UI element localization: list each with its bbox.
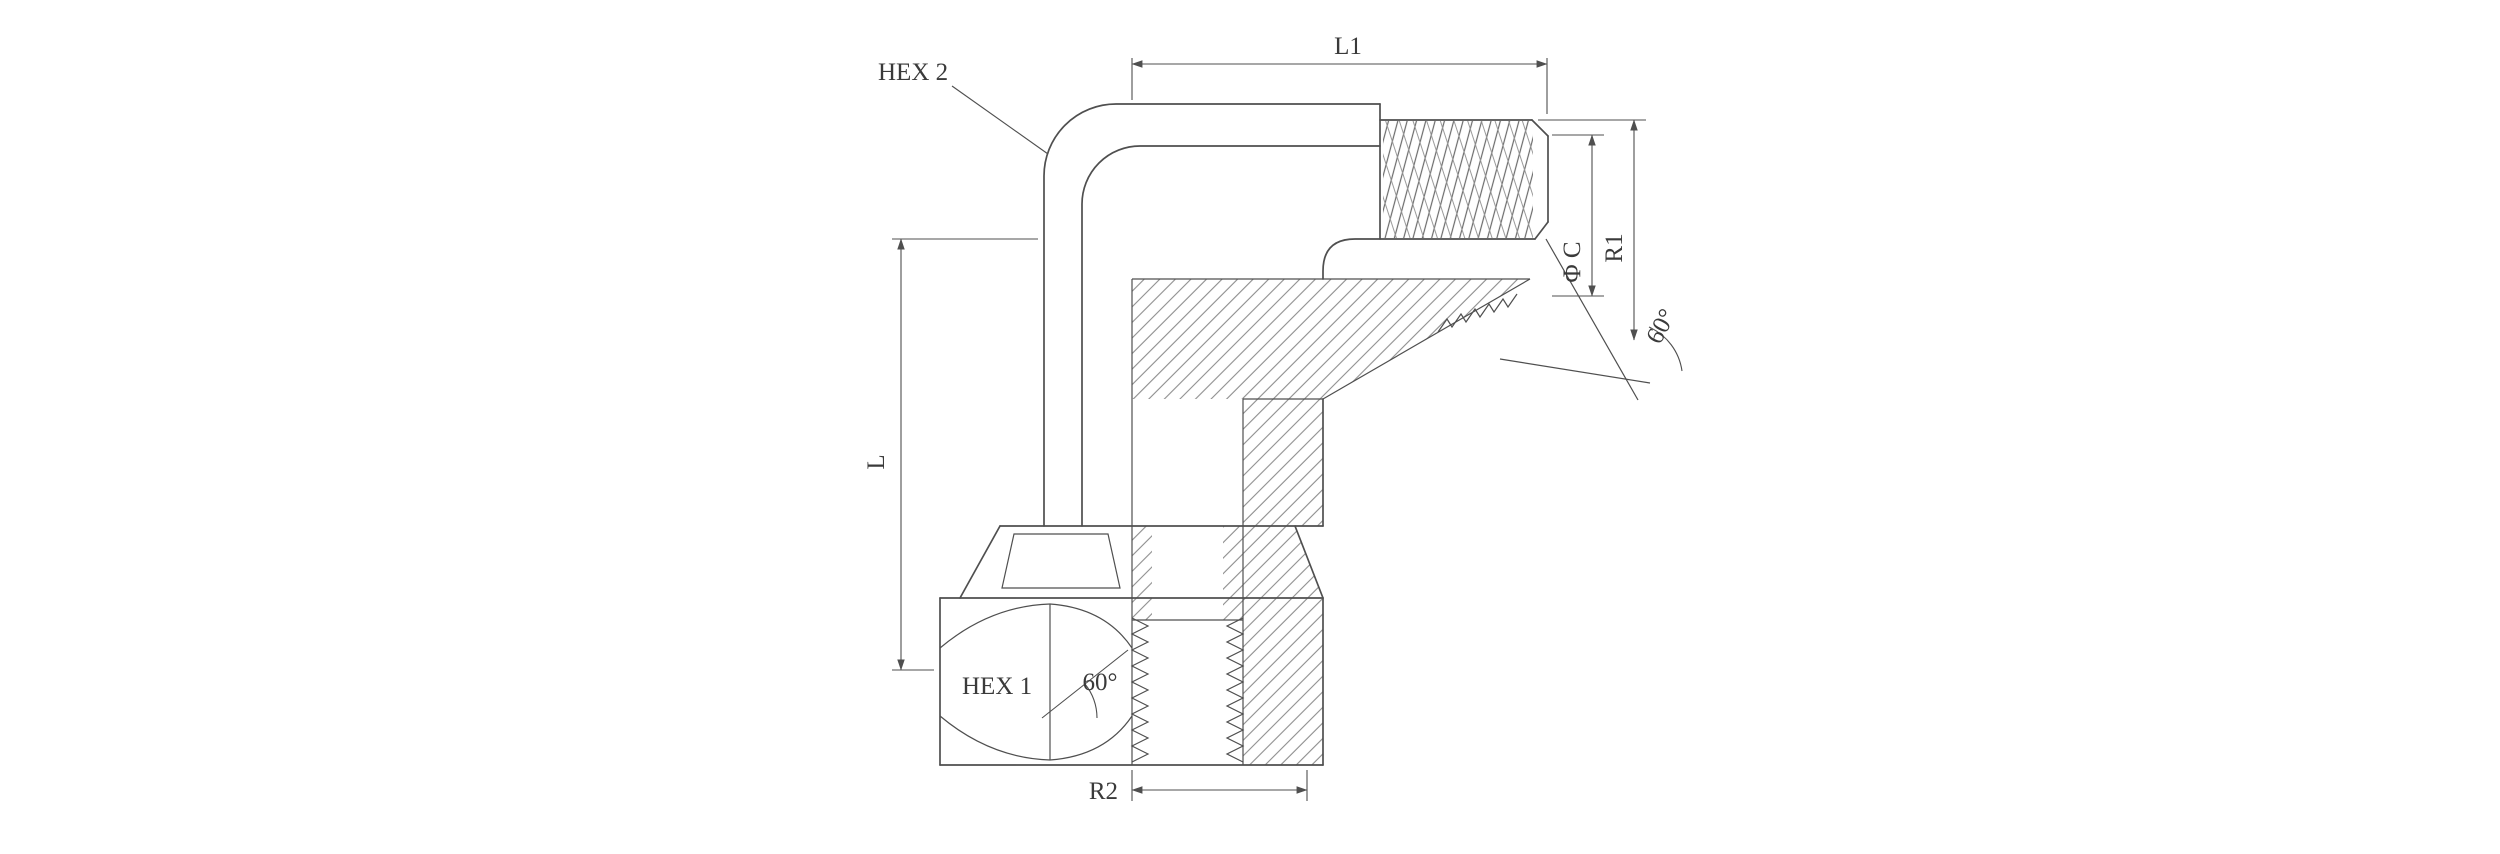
hex1-label: HEX 1 <box>962 673 1032 700</box>
callout-hex1: HEX 1 <box>962 673 1032 700</box>
r1-label: R1 <box>1601 233 1628 262</box>
section-hatch-regions <box>1132 279 1530 765</box>
nut-chamfer-arc-bottom-left <box>939 715 1051 761</box>
nut-chamfer-arc-top-left <box>939 603 1051 649</box>
elbow-body-outline <box>1043 103 1536 765</box>
hex2-label: HEX 2 <box>878 59 948 86</box>
phi-c-label: Φ C <box>1559 241 1586 282</box>
seat-angle-arc <box>1084 683 1098 719</box>
l-label: L <box>863 454 890 469</box>
l1-label: L1 <box>1334 33 1362 60</box>
cone-flank-lower <box>1499 358 1651 384</box>
dimension-r1: R1 <box>1538 119 1646 341</box>
arm-bottom-edge <box>1322 238 1536 280</box>
collar-face-detail <box>1001 533 1121 589</box>
hatch-nut-wall <box>1243 598 1323 765</box>
swivel-collar <box>959 525 1324 599</box>
cone-angle-label: 60° <box>1641 305 1681 349</box>
nut-chamfer-arc-top-right <box>1049 603 1133 649</box>
inner-contour <box>1081 145 1381 527</box>
collar-left-slant <box>959 525 1001 599</box>
dimension-l1: L1 <box>1131 33 1548 114</box>
cone-angle-arc <box>1648 326 1683 372</box>
hatch-port-boss <box>1132 279 1530 399</box>
outer-contour <box>1043 103 1381 527</box>
hatch-collar-wall <box>1243 526 1323 598</box>
thread-chamfer-top <box>1531 119 1549 137</box>
male-thread-hatch-2 <box>1383 121 1533 238</box>
nut-chamfer-arc-bottom-right <box>1049 715 1133 761</box>
hatch-tube-wall-left <box>1132 526 1152 620</box>
boss-taper-line <box>1322 278 1531 400</box>
section-thread-profile <box>1437 293 1518 333</box>
dimension-r2: R2 <box>1089 770 1308 805</box>
hatch-tube-wall-right <box>1223 526 1243 620</box>
swivel-nut <box>939 597 1324 766</box>
seat-angle-label: 60° <box>1083 669 1118 696</box>
male-thread-texture <box>1383 121 1533 238</box>
hatch-arm-wall <box>1243 399 1323 526</box>
dimension-cone-angle: 60° <box>1641 305 1683 372</box>
female-thread-left <box>1130 617 1150 763</box>
hex2-leader-line <box>951 85 1049 155</box>
thread-chamfer-bottom <box>1534 221 1549 240</box>
male-stud-end <box>1379 103 1651 401</box>
dimension-phi-c: Φ C <box>1552 134 1604 297</box>
collar-right-slant <box>1294 525 1324 599</box>
callout-hex2: HEX 2 <box>878 59 1049 155</box>
dimension-l: L <box>863 238 1038 671</box>
cone-flank-upper <box>1545 238 1639 401</box>
r2-label: R2 <box>1089 778 1118 805</box>
dimension-seat-angle: 60° <box>1041 649 1129 719</box>
female-thread-right <box>1225 617 1245 763</box>
